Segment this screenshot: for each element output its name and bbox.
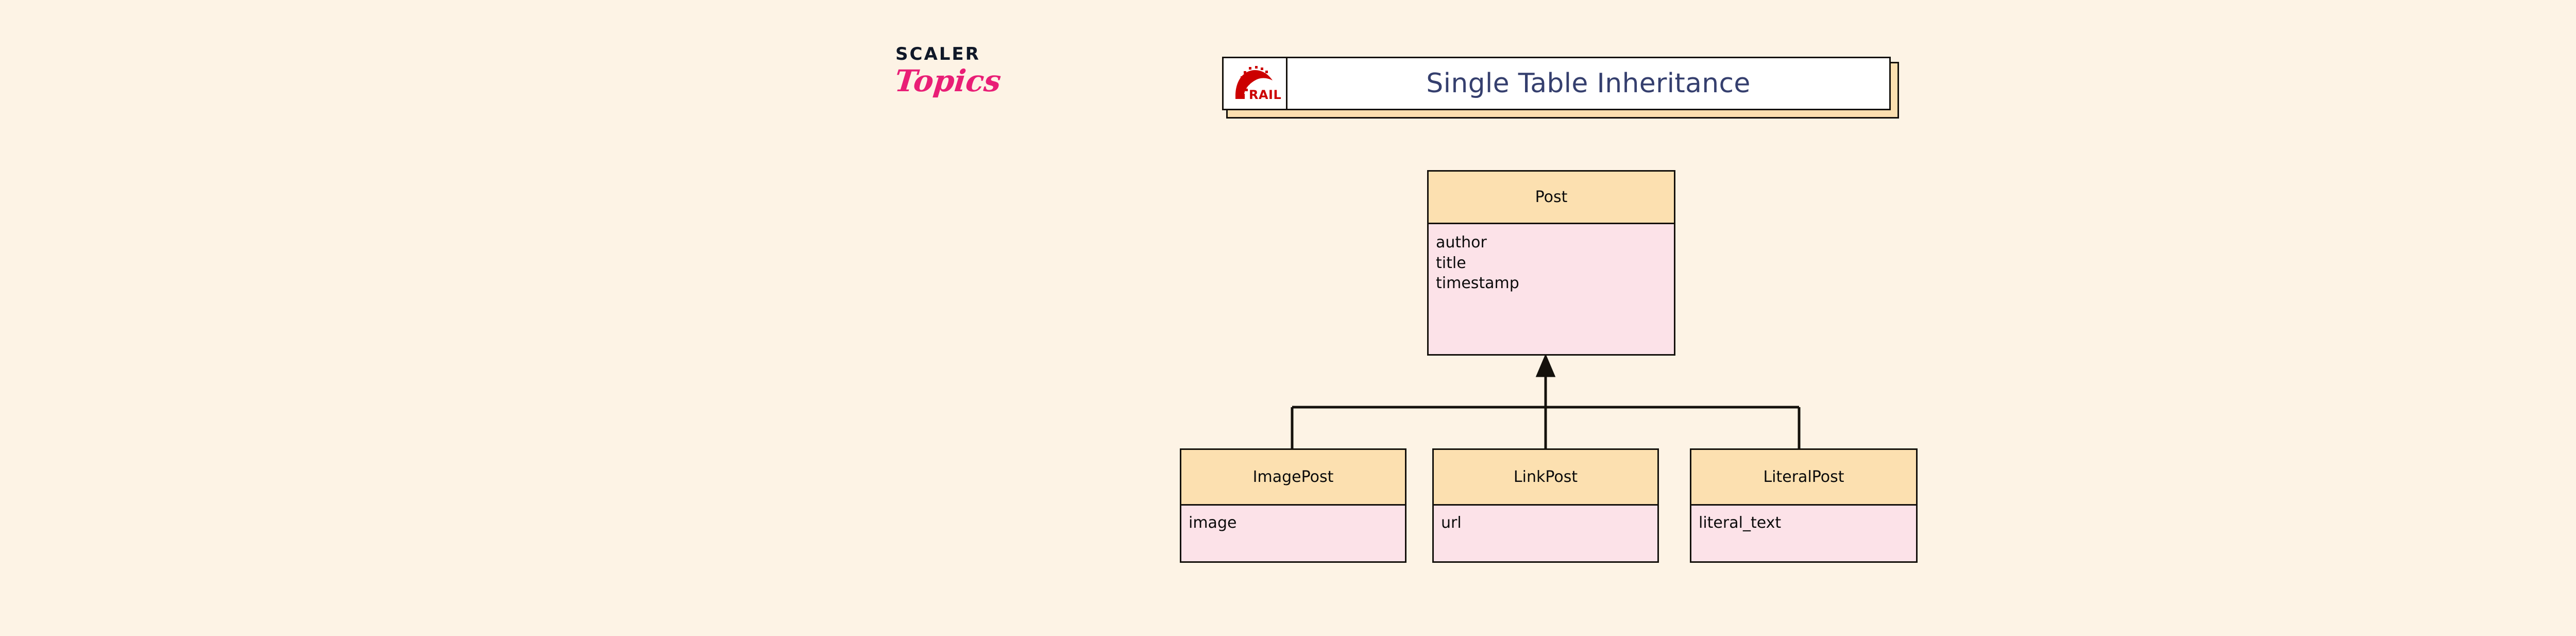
uml-class-linkpost-header: LinkPost	[1434, 450, 1657, 506]
uml-class-imagepost[interactable]: ImagePost image	[1180, 448, 1406, 563]
uml-attribute: author	[1436, 233, 1487, 252]
inheritance-arrowhead	[1535, 354, 1556, 377]
uml-class-post[interactable]: Post author title timestamp	[1427, 170, 1675, 356]
uml-attribute: image	[1189, 514, 1237, 532]
uml-class-literalpost[interactable]: LiteralPost literal_text	[1690, 448, 1918, 563]
uml-class-literalpost-header: LiteralPost	[1691, 450, 1916, 506]
uml-class-post-attributes: author title timestamp	[1429, 224, 1674, 294]
uml-class-literalpost-attributes: literal_text	[1691, 506, 1916, 533]
uml-attribute: title	[1436, 254, 1466, 272]
uml-class-imagepost-attributes: image	[1181, 506, 1405, 533]
uml-attribute: literal_text	[1699, 514, 1782, 532]
uml-class-linkpost-attributes: url	[1434, 506, 1657, 533]
banner-title-cell: Single Table Inheritance	[1287, 58, 1889, 109]
uml-attribute: url	[1441, 514, 1462, 532]
uml-attribute: timestamp	[1436, 274, 1519, 293]
uml-class-imagepost-name: ImagePost	[1252, 467, 1334, 486]
uml-class-post-header: Post	[1429, 172, 1674, 224]
uml-class-linkpost-name: LinkPost	[1513, 467, 1578, 486]
page-title: Single Table Inheritance	[1426, 68, 1751, 99]
brand-name-scaler: SCALER	[895, 44, 980, 64]
brand-name-topics: Topics	[893, 63, 1003, 98]
uml-class-linkpost[interactable]: LinkPost url	[1432, 448, 1659, 563]
uml-class-post-name: Post	[1535, 188, 1568, 206]
uml-class-imagepost-header: ImagePost	[1181, 450, 1405, 506]
scaler-topics-logo: SCALER Topics	[893, 44, 1050, 130]
uml-class-literalpost-name: LiteralPost	[1763, 467, 1844, 486]
